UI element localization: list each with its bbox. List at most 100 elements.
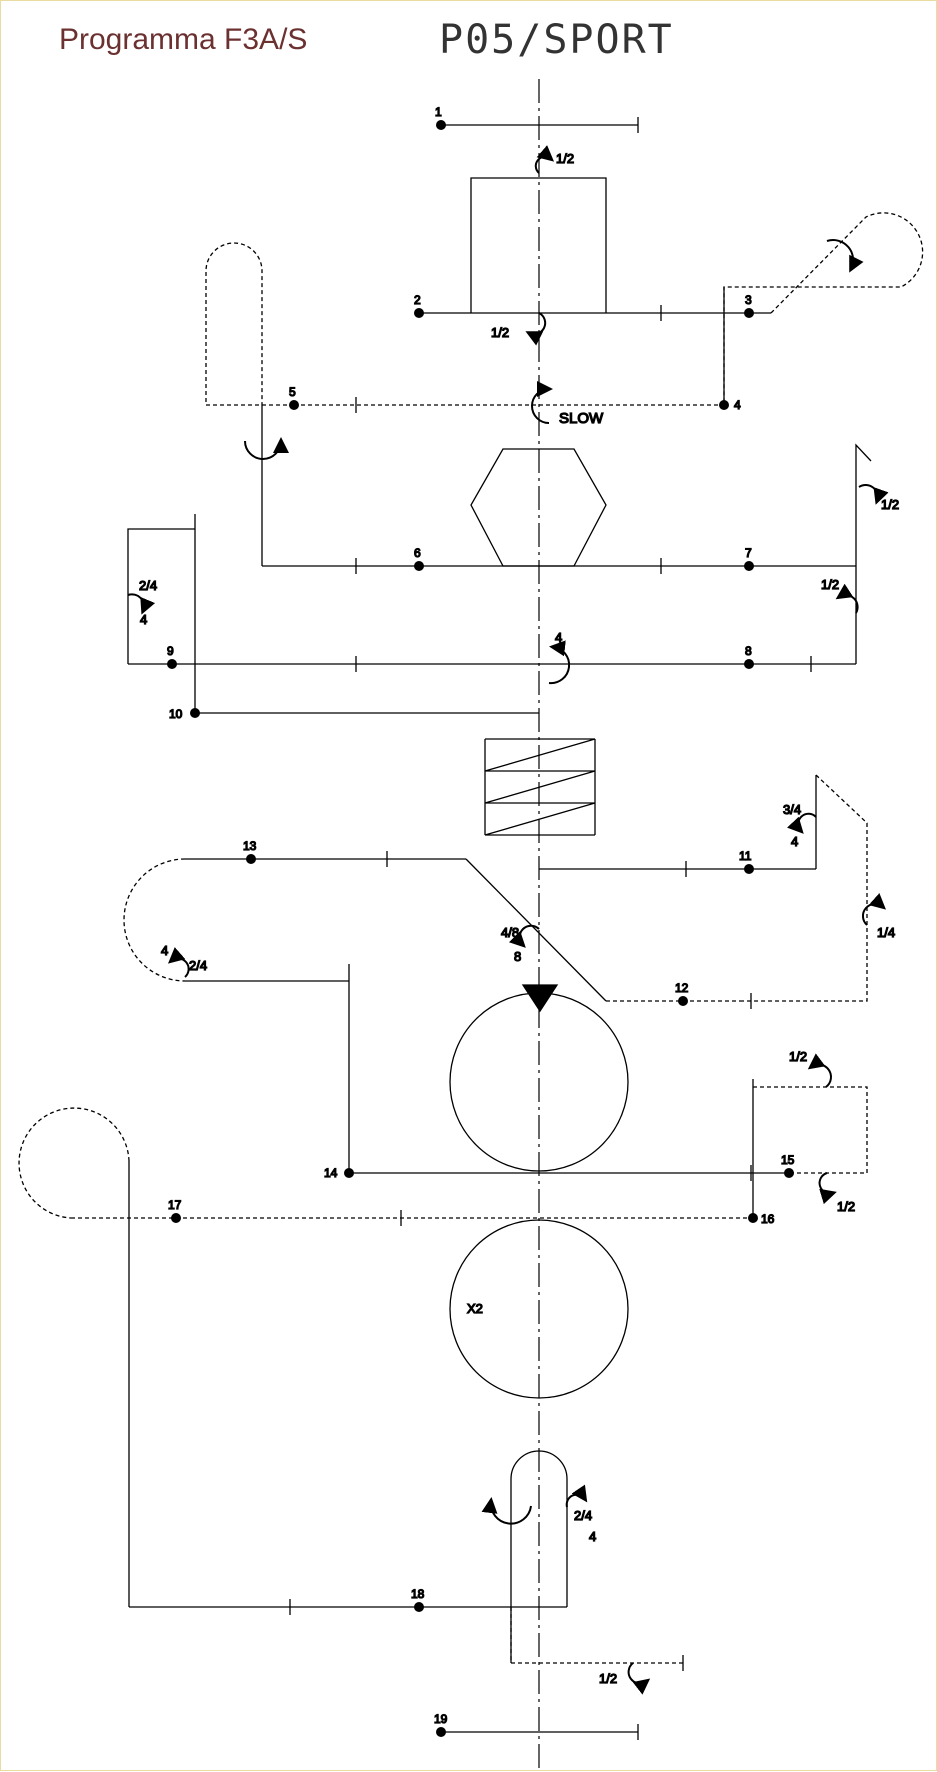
node-label: 19 bbox=[434, 1712, 448, 1726]
annotations: 1/2 1/2 SLOW 1/2 1/2 2/4 4 4 3/4 4 1/4 4… bbox=[138, 150, 899, 1686]
node-17 bbox=[171, 1213, 181, 1223]
roll-arrow bbox=[534, 145, 555, 174]
annotation: 4 bbox=[555, 630, 562, 645]
node-label: 11 bbox=[739, 849, 752, 863]
roll-arrow bbox=[786, 812, 817, 834]
roll-arrow bbox=[167, 947, 190, 978]
roll-arrows bbox=[127, 145, 889, 1695]
triangle-marker bbox=[521, 984, 559, 1013]
node-label: 13 bbox=[243, 839, 257, 853]
node-5 bbox=[289, 400, 299, 410]
node-16 bbox=[748, 1213, 758, 1223]
loop-18 bbox=[510, 1450, 568, 1663]
node-8 bbox=[744, 659, 754, 669]
roll-arrow bbox=[835, 583, 859, 614]
roll-arrow bbox=[548, 640, 571, 685]
node-label: 6 bbox=[414, 546, 421, 560]
loop-11 bbox=[741, 774, 868, 1002]
node-1 bbox=[436, 120, 446, 130]
program-code: P05/SPORT bbox=[439, 17, 674, 63]
node-label: 2 bbox=[414, 293, 421, 307]
node-dots bbox=[167, 120, 794, 1737]
roll-arrow bbox=[244, 437, 289, 460]
roll-arrow bbox=[861, 893, 886, 926]
annotation: 2/4 bbox=[189, 958, 207, 973]
node-14 bbox=[344, 1168, 354, 1178]
node-2 bbox=[414, 308, 424, 318]
node-label: 16 bbox=[761, 1212, 775, 1226]
loop-13 bbox=[123, 858, 186, 982]
node-label: 1 bbox=[435, 105, 442, 119]
node-label: 14 bbox=[324, 1166, 338, 1180]
node-6 bbox=[414, 561, 424, 571]
annotation: 2/4 bbox=[574, 1508, 592, 1523]
annotation: 1/4 bbox=[877, 925, 895, 940]
node-label: 9 bbox=[167, 644, 174, 658]
node-label: 4 bbox=[734, 398, 741, 412]
annotation: 1/2 bbox=[556, 151, 574, 166]
roll-arrow bbox=[525, 312, 547, 346]
annotation: X2 bbox=[467, 1301, 483, 1316]
loop-5 bbox=[205, 242, 294, 406]
node-labels: 1 2 3 4 5 6 7 8 9 10 11 12 13 14 15 16 1… bbox=[166, 104, 795, 1726]
loop-circle-lower bbox=[449, 1219, 629, 1399]
square-loop bbox=[470, 177, 607, 313]
annotation: 1/2 bbox=[789, 1049, 807, 1064]
annotation: 2/4 bbox=[139, 578, 157, 593]
roll-arrow bbox=[565, 1484, 588, 1508]
roll-arrow bbox=[818, 1172, 837, 1205]
node-7 bbox=[744, 561, 754, 571]
annotation: 4 bbox=[140, 612, 147, 627]
loop-3 bbox=[723, 212, 924, 405]
node-label: 15 bbox=[781, 1153, 795, 1167]
loop-circle-upper bbox=[449, 992, 629, 1172]
roll-arrow bbox=[826, 239, 864, 273]
annotation: 1/2 bbox=[881, 497, 899, 512]
annotation: 8 bbox=[514, 949, 521, 964]
annotation: 1/2 bbox=[821, 577, 839, 592]
node-label: 10 bbox=[169, 707, 183, 721]
node-12 bbox=[678, 996, 688, 1006]
roll-arrow bbox=[127, 593, 156, 615]
node-label: 17 bbox=[168, 1198, 182, 1212]
box-15 bbox=[753, 1086, 868, 1174]
node-label: 8 bbox=[745, 644, 752, 658]
right-vertical bbox=[855, 443, 872, 664]
node-4 bbox=[719, 400, 729, 410]
roll-arrow bbox=[627, 1662, 651, 1695]
node-label: 12 bbox=[675, 981, 689, 995]
node-label: 5 bbox=[289, 385, 296, 399]
annotation: 4 bbox=[161, 943, 168, 958]
roll-arrow bbox=[807, 1053, 832, 1088]
annotation: 1/2 bbox=[837, 1199, 855, 1214]
left-box bbox=[127, 528, 195, 664]
roll-arrow bbox=[508, 924, 540, 948]
node-19 bbox=[436, 1727, 446, 1737]
annotation: SLOW bbox=[559, 410, 604, 427]
node-9 bbox=[167, 659, 177, 669]
node-15 bbox=[784, 1168, 794, 1178]
node-label: 3 bbox=[745, 293, 752, 307]
loop-17 bbox=[18, 1107, 130, 1219]
node-11 bbox=[744, 864, 754, 874]
annotation: 3/4 bbox=[783, 802, 801, 817]
node-13 bbox=[246, 854, 256, 864]
annotation: 4 bbox=[589, 1529, 596, 1544]
node-3 bbox=[744, 308, 754, 318]
roll-arrow bbox=[481, 1497, 532, 1525]
annotation: 1/2 bbox=[599, 1671, 617, 1686]
diagonal bbox=[465, 858, 607, 1002]
node-label: 7 bbox=[745, 546, 752, 560]
annotation: 1/2 bbox=[491, 325, 509, 340]
annotation: 4/8 bbox=[501, 925, 519, 940]
annotation: 4 bbox=[791, 834, 798, 849]
node-10 bbox=[190, 708, 200, 718]
roll-arrow bbox=[531, 381, 553, 424]
roll-arrow bbox=[858, 484, 889, 505]
program-title: Programma F3A/S bbox=[59, 23, 308, 56]
node-label: 18 bbox=[411, 1587, 425, 1601]
node-18 bbox=[414, 1602, 424, 1612]
spin-symbol bbox=[484, 738, 596, 836]
